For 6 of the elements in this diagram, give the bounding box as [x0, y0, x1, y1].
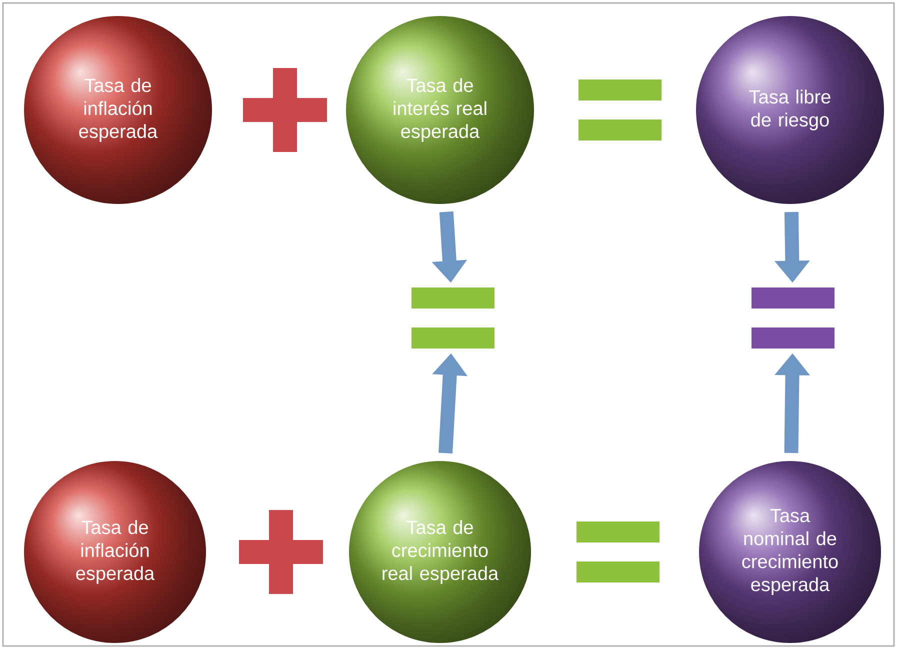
- equals-sign: [578, 78, 662, 142]
- plus-sign: [243, 68, 327, 152]
- equals-sign: [576, 520, 660, 584]
- equals-sign: [750, 286, 836, 350]
- plus-sign: [239, 510, 323, 594]
- equals-sign: [410, 286, 496, 350]
